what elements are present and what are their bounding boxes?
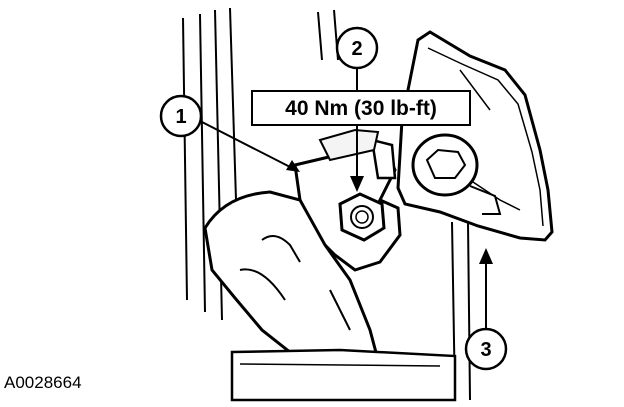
callout-1: 1 — [159, 94, 300, 172]
figure-id: A0028664 — [4, 373, 82, 392]
trim-edge — [239, 363, 441, 367]
lower-trim — [230, 348, 457, 402]
bracket-inner-edge — [427, 47, 544, 227]
callout-3-number: 3 — [480, 339, 491, 361]
callout-2: 2 — [335, 26, 379, 192]
belt-fold-lines — [239, 235, 351, 331]
callout-1-number: 1 — [175, 106, 186, 128]
callout-3: 3 — [464, 248, 508, 371]
belt-webbing — [203, 190, 380, 362]
torque-spec-label: 40 Nm (30 lb-ft) — [251, 90, 471, 126]
bracket-stud — [411, 133, 502, 215]
latch-plate — [318, 128, 380, 162]
bracket-plate — [396, 30, 554, 242]
torque-spec-text: 40 Nm (30 lb-ft) — [285, 97, 437, 120]
bolt-nut — [338, 192, 386, 242]
latch-tab — [370, 138, 397, 180]
callout-2-number: 2 — [351, 38, 362, 60]
bracket-fold — [459, 69, 521, 211]
pillar-frame — [182, 7, 237, 321]
